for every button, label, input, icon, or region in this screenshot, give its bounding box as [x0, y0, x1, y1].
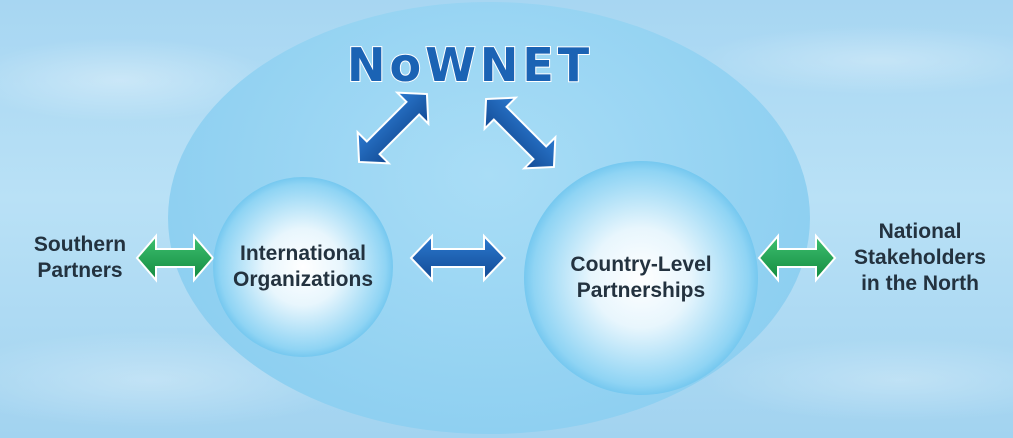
- national-stakeholders-label: National Stakeholders in the North: [835, 219, 1005, 297]
- double-arrow-icon: [483, 96, 557, 170]
- country-level-partnerships-node: Country-Level Partnerships: [524, 161, 758, 395]
- label-line: National: [878, 220, 962, 243]
- node-label-line: Organizations: [232, 268, 374, 291]
- node-label-line: Partnerships: [576, 279, 706, 302]
- node-label-line: International: [239, 242, 366, 265]
- label-line: in the North: [861, 272, 979, 295]
- double-arrow-icon: [356, 91, 430, 165]
- double-arrow-icon: [409, 233, 507, 283]
- international-organizations-node: International Organizations: [213, 177, 393, 357]
- label-line: Partners: [37, 259, 123, 282]
- label-line: Southern: [33, 233, 127, 256]
- southern-partners-label: Southern Partners: [20, 232, 140, 284]
- double-arrow-icon: [757, 233, 837, 283]
- label-line: Stakeholders: [854, 246, 986, 269]
- node-label-line: Country-Level: [570, 253, 712, 276]
- diagram-title: NoWNET: [346, 37, 594, 93]
- double-arrow-icon: [135, 233, 215, 283]
